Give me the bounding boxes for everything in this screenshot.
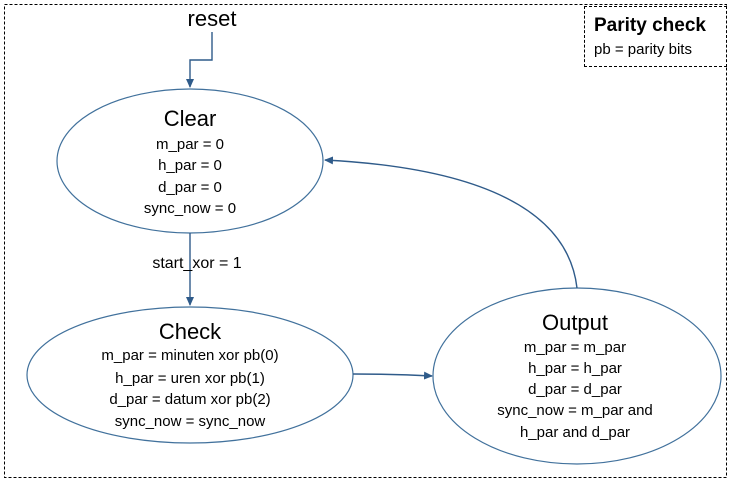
state-check-title: Check — [158, 319, 222, 344]
state-output-line-3: d_par = d_par — [528, 381, 622, 398]
outer-frame — [4, 4, 727, 478]
state-check-line-2: h_par = uren xor pb(1) — [115, 370, 265, 387]
state-check-line-4: sync_now = sync_now — [114, 413, 266, 430]
legend-text: pb = parity bits — [594, 41, 692, 58]
state-clear-line-3: d_par = 0 — [158, 179, 222, 196]
state-output-title: Output — [541, 310, 609, 335]
reset-label: reset — [187, 6, 237, 31]
reset-arrow — [186, 32, 213, 88]
state-output-line-4: sync_now = m_par and — [497, 402, 653, 419]
state-clear-line-4: sync_now = 0 — [143, 200, 237, 217]
state-check-line-1: m_par = minuten xor pb(0) — [101, 347, 279, 364]
state-clear-line-1: m_par = 0 — [156, 136, 224, 153]
check-to-output-arrow — [352, 371, 433, 380]
legend-title: Parity check — [594, 15, 706, 36]
state-clear-line-2: h_par = 0 — [158, 157, 222, 174]
legend-box: Parity check pb = parity bits — [584, 6, 727, 67]
state-output-line-1: m_par = m_par — [523, 339, 627, 356]
state-output-line-5: h_par and d_par — [519, 424, 631, 441]
transition-label-start-xor: start_xor = 1 — [152, 255, 242, 272]
state-check-line-3: d_par = datum xor pb(2) — [109, 391, 271, 408]
state-check-shape — [26, 306, 354, 444]
output-to-clear-arrow — [324, 156, 578, 289]
state-output-line-2: h_par = h_par — [528, 360, 622, 377]
state-clear-title: Clear — [163, 106, 217, 131]
